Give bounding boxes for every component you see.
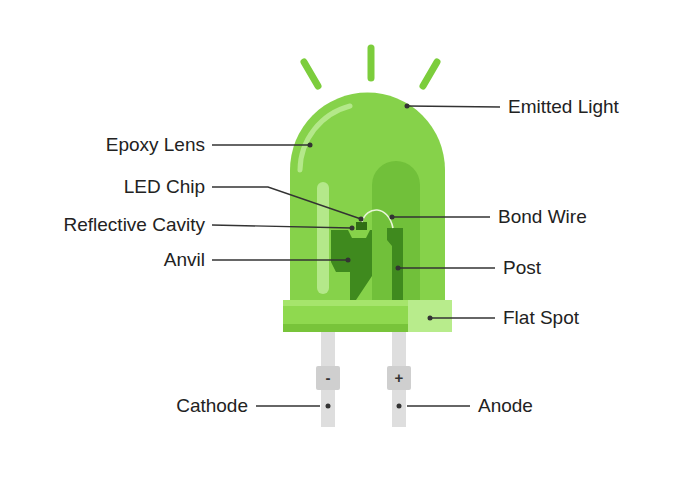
part-label: Post [503, 258, 541, 279]
leader-line [430, 317, 495, 318]
anvil [331, 230, 372, 300]
lens-highlight [300, 106, 350, 170]
flange [283, 300, 452, 332]
leader-line [212, 144, 310, 145]
part-label: Anvil [164, 250, 205, 271]
leader-line [398, 267, 495, 268]
leader-dot [346, 258, 351, 263]
lens-highlight [317, 182, 329, 294]
light-ray [304, 62, 318, 86]
leader-line [407, 106, 500, 107]
polarity-sign: - [326, 370, 331, 387]
leader-dots [308, 104, 433, 409]
terminal-label: Cathode [176, 396, 248, 417]
cathode-band [316, 366, 340, 390]
leader-dot [405, 104, 410, 109]
post [387, 228, 403, 300]
leader-dot [350, 226, 355, 231]
leader-lines [212, 106, 500, 406]
polarity-sign: + [395, 370, 404, 387]
light-ray [368, 48, 375, 78]
flat-spot [408, 300, 452, 332]
led-chip [356, 222, 367, 230]
part-label: Emitted Light [508, 97, 619, 118]
part-label: Epoxy Lens [106, 135, 205, 156]
leader-line [212, 187, 361, 219]
lens-shade [372, 161, 420, 302]
part-label: LED Chip [124, 177, 205, 198]
leader-dot [428, 316, 433, 321]
leader-dot [359, 217, 364, 222]
leader-dot [326, 404, 331, 409]
bond-wire [362, 210, 393, 228]
leader-dot [396, 266, 401, 271]
epoxy-lens [290, 93, 445, 302]
leader-line [256, 405, 320, 406]
leader-line [212, 259, 348, 260]
light-rays [304, 48, 437, 86]
leader-dot [397, 404, 402, 409]
leader-dot [390, 215, 395, 220]
leader-dot [308, 143, 313, 148]
terminal-label: Anode [478, 396, 533, 417]
leads [316, 332, 411, 427]
part-label: Reflective Cavity [64, 215, 206, 236]
part-label: Flat Spot [503, 308, 579, 329]
leader-line [212, 225, 352, 228]
anode-band [387, 366, 411, 390]
part-label: Bond Wire [498, 207, 587, 228]
light-ray [423, 62, 437, 86]
leader-line [392, 216, 490, 217]
leader-line [407, 405, 470, 406]
